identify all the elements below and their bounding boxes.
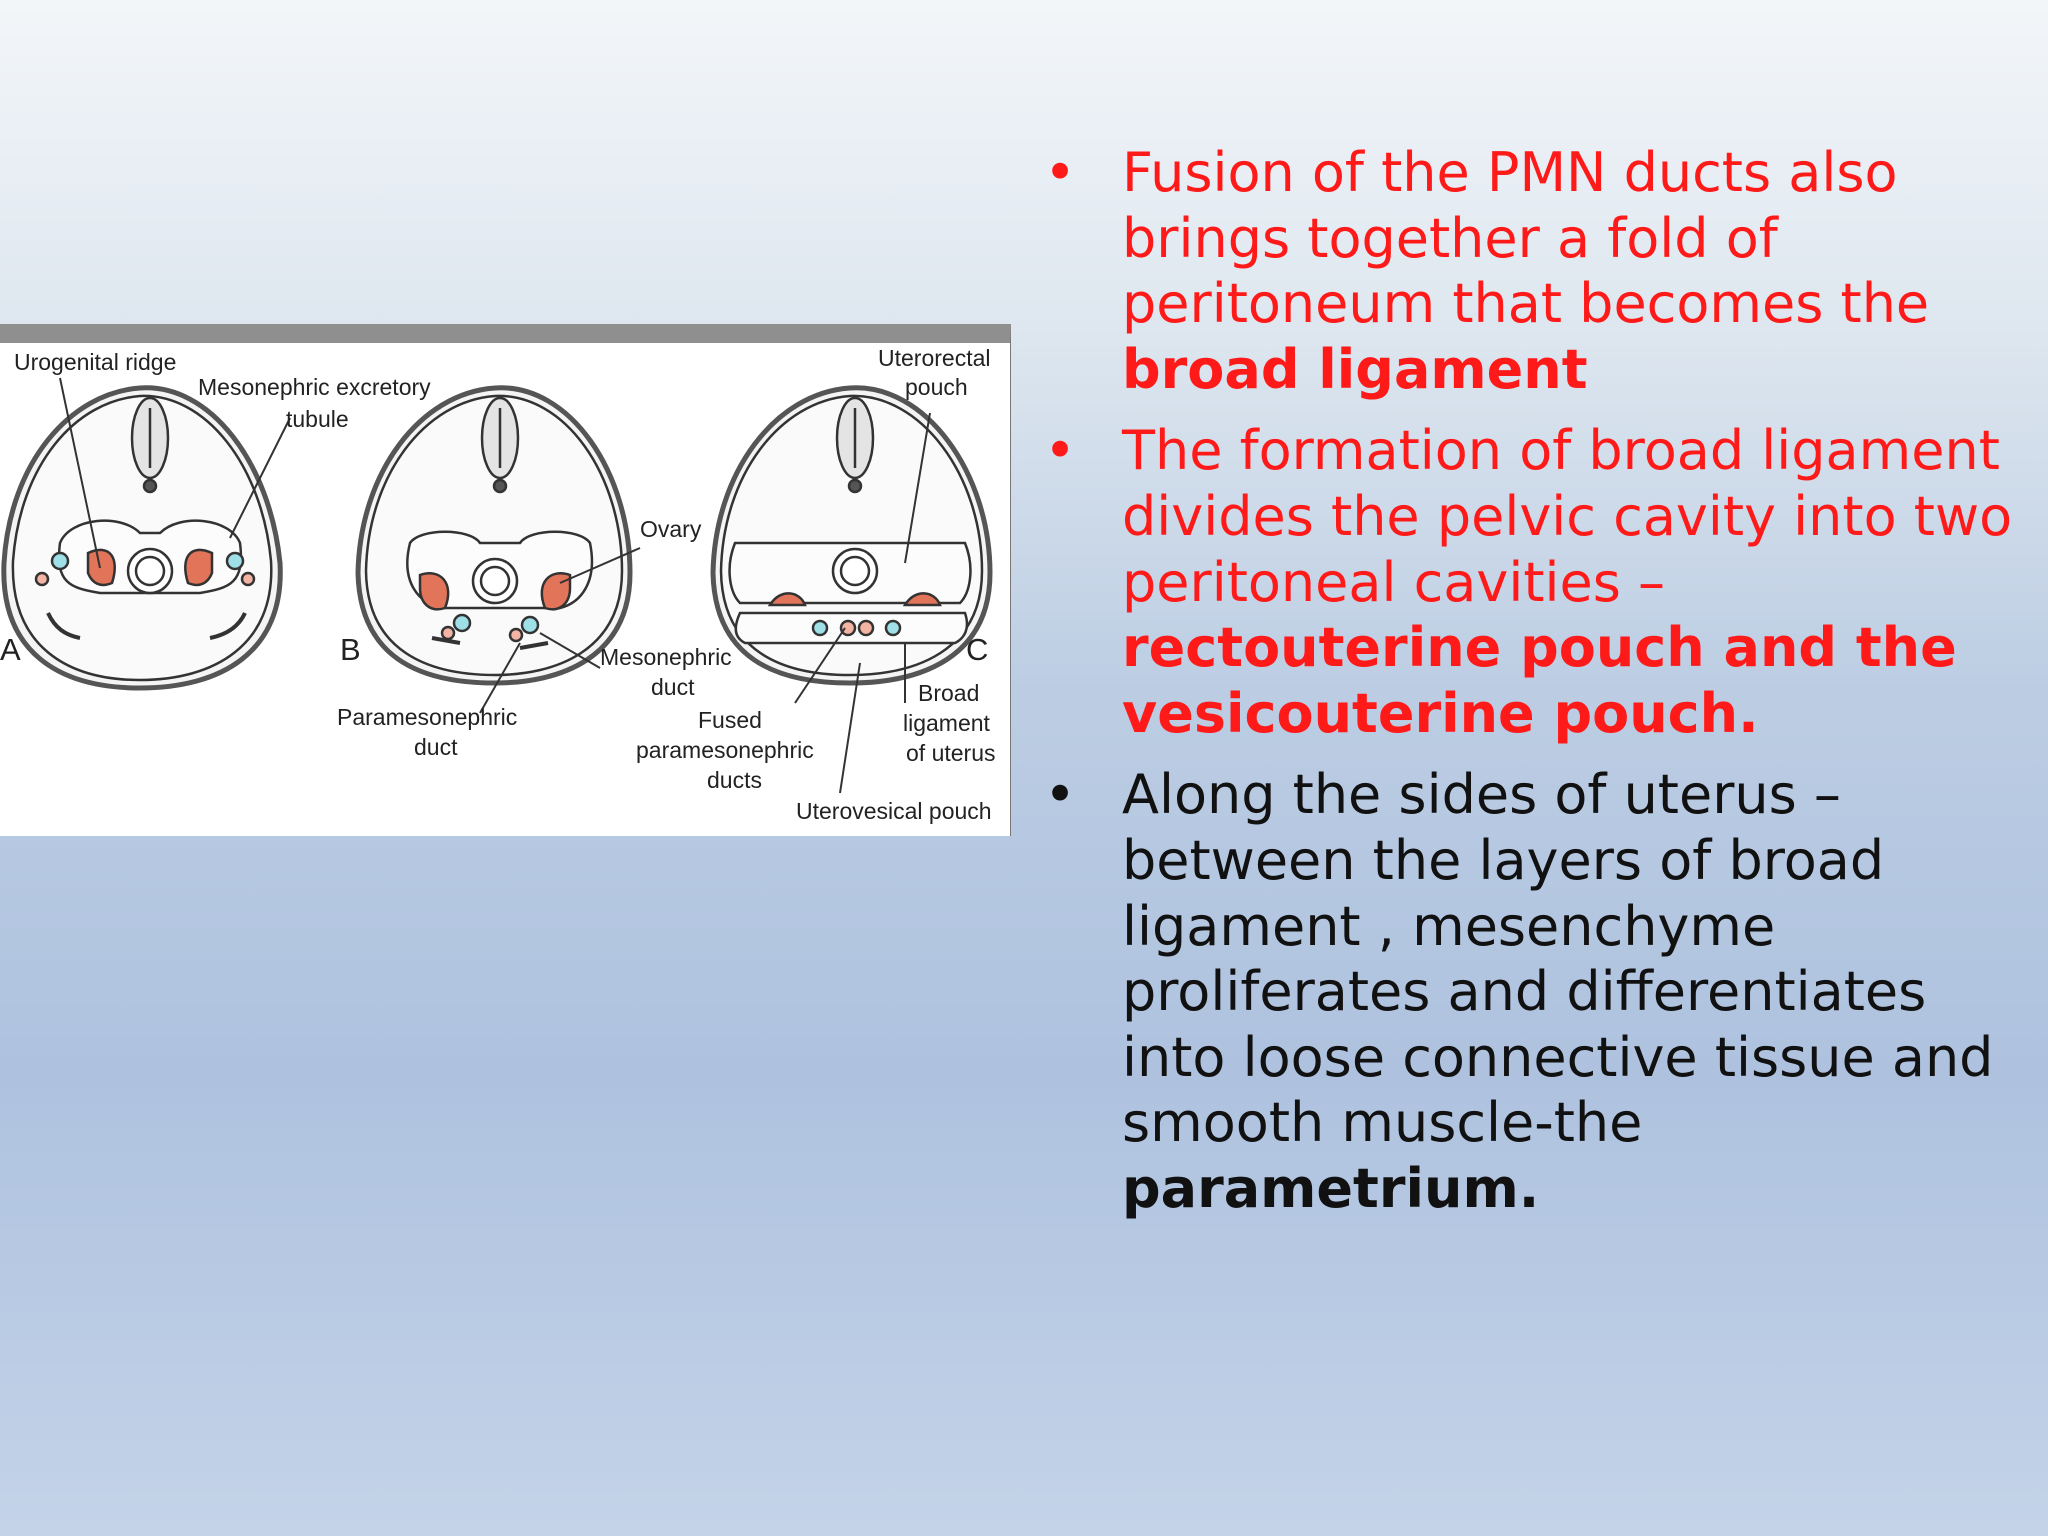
bullet-item-peritoneal-cavities: • The formation of broad ligament divide… <box>1040 418 2040 746</box>
label-broad-line1: Broad <box>918 680 980 706</box>
bullet-text: Fusion of the PMN ducts also brings toge… <box>1122 141 1930 336</box>
label-fused-line3: ducts <box>707 767 762 793</box>
bullet-item-broad-ligament: • Fusion of the PMN ducts also brings to… <box>1040 140 2040 402</box>
section-a-diagram <box>1 377 291 691</box>
bullet-text: The formation of broad ligament divides … <box>1122 419 2013 614</box>
label-uterovesical-pouch: Uterovesical pouch <box>796 798 992 824</box>
bullet-item-parametrium: • Along the sides of uterus – between th… <box>1040 762 2040 1221</box>
bullet-bold-text: broad ligament <box>1122 337 1588 401</box>
label-c: C <box>966 632 989 667</box>
label-a: A <box>0 632 21 667</box>
label-b: B <box>340 632 361 667</box>
label-urogenital-ridge: Urogenital ridge <box>14 349 177 375</box>
label-ovary: Ovary <box>640 516 702 542</box>
label-mesonephric-duct-line1: Mesonephric <box>600 644 732 670</box>
bullet-marker: • <box>1044 763 1076 827</box>
bullet-bold-text: rectouterine pouch and the vesicouterine… <box>1122 616 1957 745</box>
bullet-list: • Fusion of the PMN ducts also brings to… <box>1040 140 2040 1238</box>
label-broad-line2: ligament <box>903 710 990 736</box>
bullet-bold-text: parametrium. <box>1122 1156 1540 1220</box>
pelvic-cross-section-diagram <box>1 377 993 794</box>
bullet-marker: • <box>1044 419 1076 483</box>
label-paramesonephric-line1: Paramesonephric <box>337 704 518 730</box>
label-mesonephric-excretory: Mesonephric excretory <box>198 374 431 400</box>
embryology-figure: Urogenital ridge Mesonephric excretory t… <box>0 324 1011 836</box>
label-pouch: pouch <box>905 374 968 400</box>
label-fused-line2: paramesonephric <box>636 737 814 763</box>
label-uterorectal: Uterorectal <box>878 345 991 371</box>
bullet-marker: • <box>1044 141 1076 204</box>
section-b-diagram <box>355 385 641 714</box>
label-mesonephric-duct-line2: duct <box>651 674 695 700</box>
section-c-diagram <box>710 385 993 794</box>
label-broad-line3: of uterus <box>906 740 996 766</box>
label-fused-line1: Fused <box>698 707 762 733</box>
bullet-text: Along the sides of uterus – between the … <box>1122 763 1994 1155</box>
label-tubule: tubule <box>286 406 349 432</box>
label-paramesonephric-line2: duct <box>414 734 458 760</box>
